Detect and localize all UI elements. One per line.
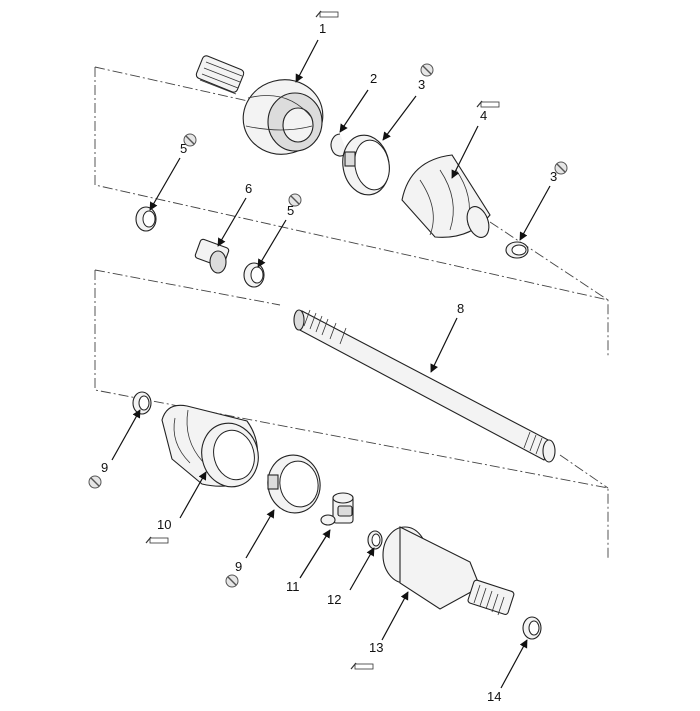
callout-5-right: 5 [287, 203, 294, 218]
boot-band-small-inner [132, 391, 152, 415]
callout-2: 2 [370, 71, 377, 86]
callout-9-left: 9 [101, 460, 108, 475]
non-reusable-icon [554, 161, 568, 175]
callout-4: 4 [480, 108, 487, 123]
outer-boot [401, 154, 491, 238]
boot-band-small-outer [505, 241, 529, 259]
shaft [293, 309, 556, 463]
callout-8: 8 [457, 301, 464, 316]
callout-5-left: 5 [180, 141, 187, 156]
boot-band-large-inner [267, 454, 321, 514]
damper-band-right [243, 262, 265, 288]
non-reusable-icon [225, 574, 239, 588]
grease-icons [145, 10, 500, 670]
retaining-ring [522, 616, 542, 640]
callout-14: 14 [487, 689, 501, 704]
leader-lines [111, 39, 551, 689]
damper-band-left [135, 206, 157, 232]
callout-1: 1 [319, 21, 326, 36]
grease-icon [145, 536, 169, 544]
dashed-centerlines [94, 66, 609, 560]
dynamic-damper [194, 238, 230, 274]
callout-13: 13 [369, 640, 383, 655]
grease-icon [350, 662, 374, 670]
inner-joint-housing [382, 526, 515, 616]
non-reusable-icons [88, 63, 568, 588]
callout-labels: 1 2 3 4 5 6 5 3 8 9 10 9 11 12 13 14 [101, 21, 557, 704]
callout-3: 3 [418, 77, 425, 92]
spider-assembly [320, 492, 354, 526]
callout-6: 6 [245, 181, 252, 196]
grease-icon [476, 100, 500, 108]
non-reusable-icon [288, 193, 302, 207]
grease-icon [315, 10, 339, 18]
circlip [367, 530, 383, 550]
boot-band-large-outer [342, 134, 390, 196]
inner-boot [161, 404, 259, 488]
callout-11: 11 [286, 579, 300, 594]
non-reusable-icon [420, 63, 434, 77]
non-reusable-icon [183, 133, 197, 147]
callout-10: 10 [157, 517, 171, 532]
non-reusable-icon [88, 475, 102, 489]
callout-3-right: 3 [550, 169, 557, 184]
outer-cv-joint [195, 55, 324, 155]
callout-12: 12 [327, 592, 341, 607]
callout-9-middle: 9 [235, 559, 242, 574]
